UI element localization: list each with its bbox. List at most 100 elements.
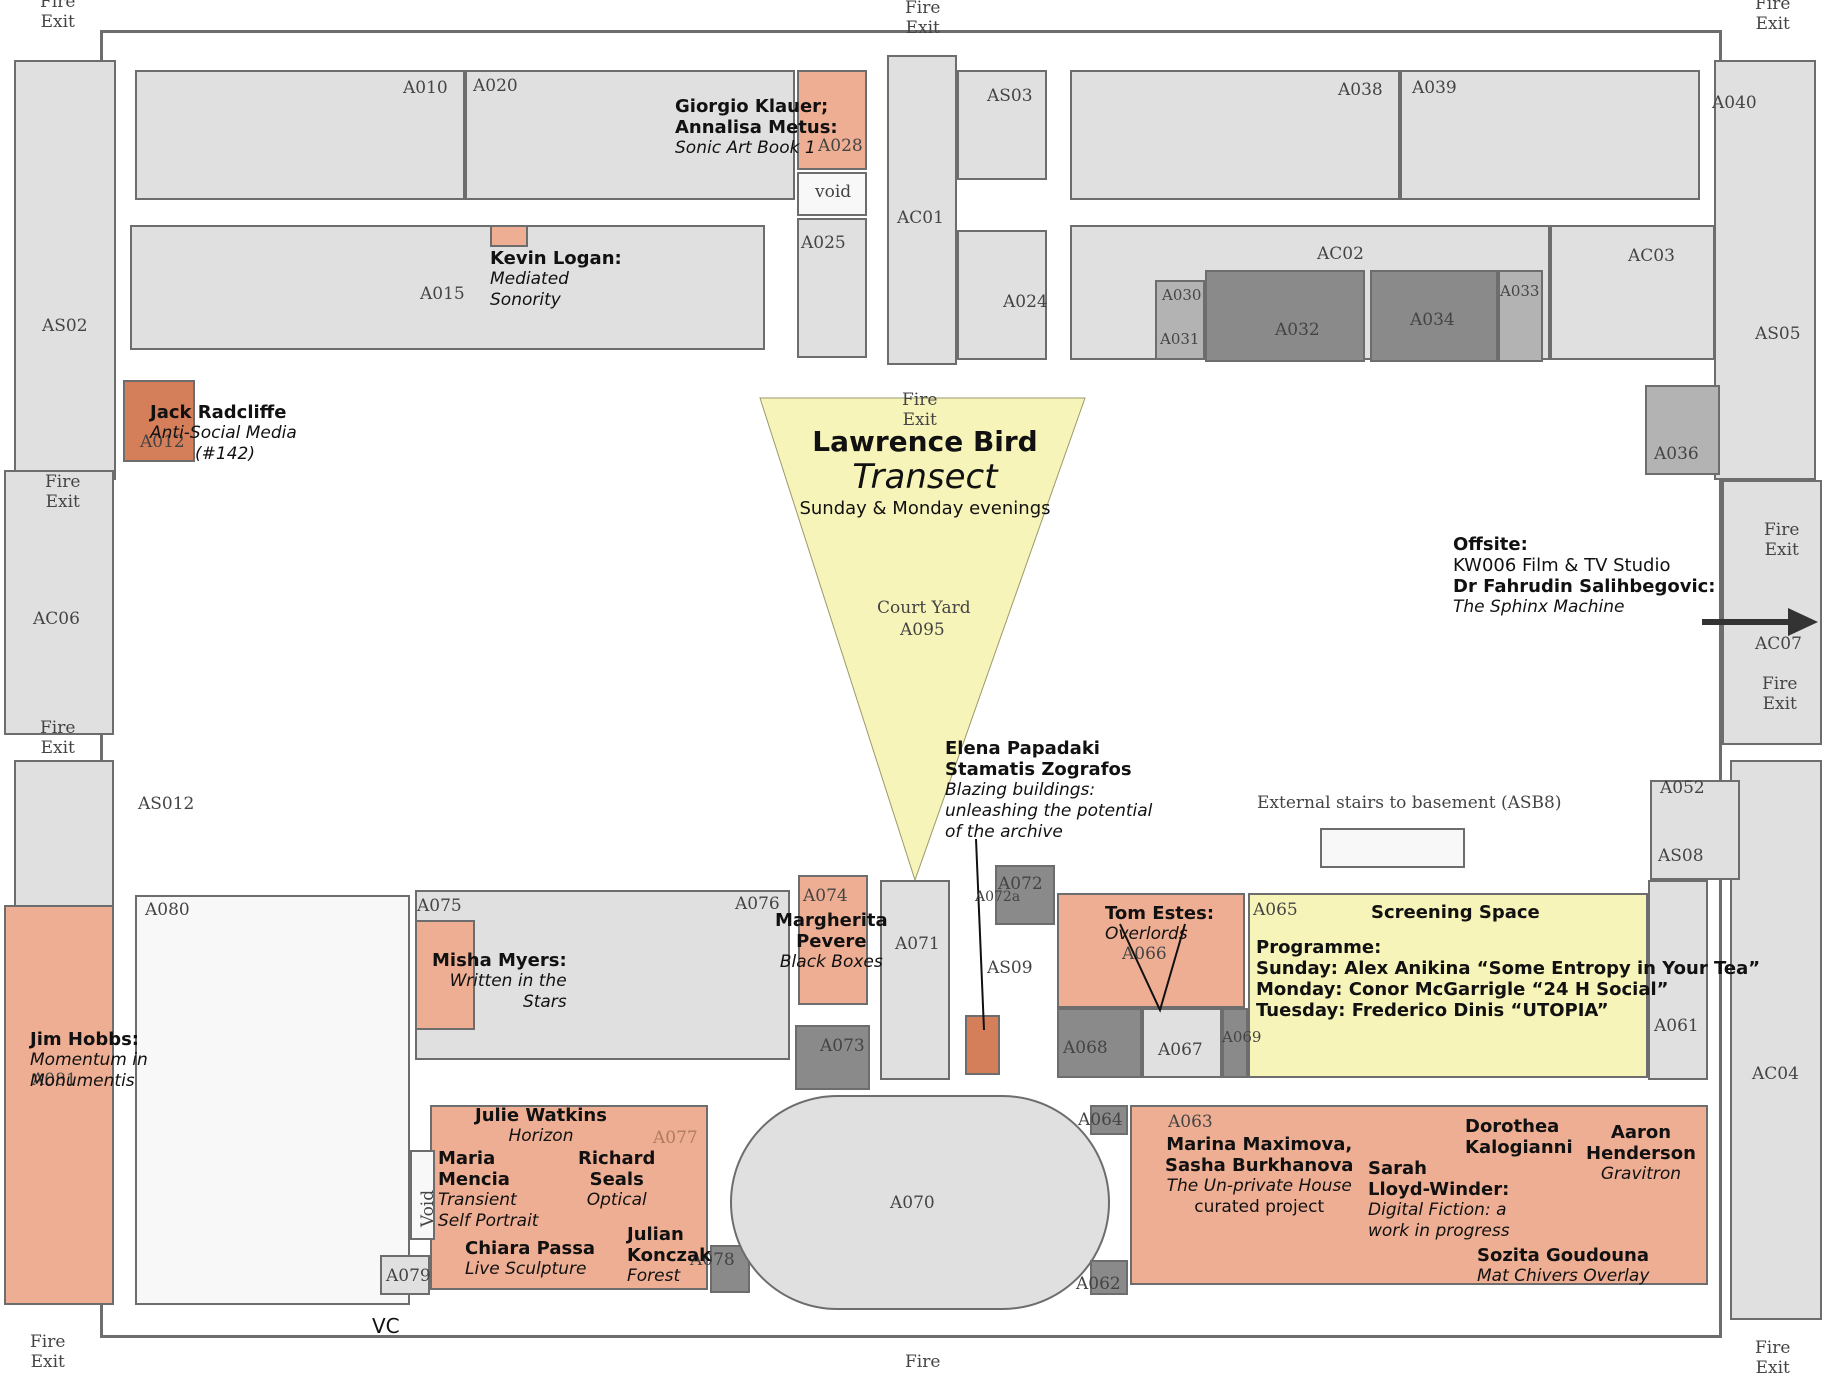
room-A028 (797, 70, 867, 170)
label-A079: A079 (386, 1266, 431, 1286)
room-AS02 (14, 60, 116, 480)
room-A069 (1222, 1008, 1248, 1078)
exhibit-kalogianni: Dorothea Kalogianni (1465, 1116, 1573, 1158)
label-A052: A052 (1660, 778, 1705, 798)
room-AS012-corridor (14, 760, 114, 910)
label-A075: A075 (417, 896, 462, 916)
room-A034 (1370, 270, 1498, 362)
label-A073: A073 (820, 1036, 865, 1056)
room-A012 (123, 380, 195, 462)
room-void-bottom (410, 1150, 435, 1240)
exhibit-henderson: Aaron Henderson Gravitron (1586, 1122, 1696, 1184)
label-A010: A010 (403, 78, 448, 98)
exhibit-maximova: Marina Maximova, Sasha Burkhanova The Un… (1165, 1134, 1354, 1217)
room-AC06 (4, 470, 114, 735)
label-A077: A077 (653, 1128, 698, 1148)
label-A080: A080 (145, 900, 190, 920)
room-A070 (730, 1095, 1110, 1310)
label-A074: A074 (803, 886, 848, 906)
vc-label: VC (372, 1314, 400, 1338)
room-A071 (880, 880, 950, 1080)
label-A064: A064 (1078, 1110, 1123, 1130)
room-AS03 (957, 70, 1047, 180)
label-A012: A012 (140, 432, 185, 452)
exhibit-estes: Tom Estes: Overlords (1105, 903, 1215, 944)
room-AC01 (887, 55, 957, 365)
room-A061 (1648, 880, 1708, 1080)
label-AC04: AC04 (1752, 1064, 1799, 1084)
room-logan-marker (490, 225, 528, 247)
exhibit-klauer: Giorgio Klauer; Annalisa Metus: Sonic Ar… (675, 96, 838, 158)
room-AC03 (1550, 225, 1715, 360)
label-A062: A062 (1076, 1274, 1121, 1294)
label-AC06: AC06 (33, 609, 80, 629)
label-A040: A040 (1712, 93, 1757, 113)
label-AC02: AC02 (1317, 244, 1364, 264)
room-A038 (1070, 70, 1400, 200)
label-A067: A067 (1158, 1040, 1203, 1060)
room-A064 (1090, 1105, 1128, 1135)
label-A071: A071 (895, 934, 940, 954)
exhibit-watkins: Julie Watkins Horizon (475, 1105, 607, 1146)
label-AS05: AS05 (1755, 324, 1801, 344)
room-A079 (380, 1255, 430, 1295)
label-A038: A038 (1338, 80, 1383, 100)
room-myers (415, 920, 475, 1030)
label-A066: A066 (1122, 944, 1167, 964)
label-A068: A068 (1063, 1038, 1108, 1058)
room-A024 (957, 230, 1047, 360)
exhibit-offsite: Offsite: KW006 Film & TV Studio Dr Fahru… (1453, 534, 1716, 617)
label-A065: A065 (1253, 900, 1298, 920)
room-A062 (1090, 1260, 1128, 1295)
label-AS02: AS02 (42, 316, 88, 336)
room-void-top (797, 172, 867, 216)
exhibit-myers: Misha Myers: Written in the Stars (432, 950, 567, 1012)
label-A036: A036 (1654, 444, 1699, 464)
label-A025: A025 (801, 233, 846, 253)
estes-pointer (1119, 923, 1186, 1013)
room-A073 (795, 1025, 870, 1090)
label-void-bottom: Void (418, 1189, 439, 1228)
exhibit-radcliffe: Jack Radcliffe Anti-Social Media (#142) (150, 402, 297, 464)
label-A015: A015 (420, 284, 465, 304)
exhibit-papadaki: Elena Papadaki Stamatis Zografos Blazing… (945, 738, 1153, 842)
label-A078: A078 (690, 1250, 735, 1270)
courtyard-name: Court Yard (877, 598, 971, 618)
label-A039: A039 (1412, 78, 1457, 98)
room-A015 (130, 225, 765, 350)
fire-bottom-center: Fire (905, 1352, 941, 1372)
label-AC07: AC07 (1755, 634, 1802, 654)
room-A010 (135, 70, 465, 200)
label-A072: A072 (998, 874, 1043, 894)
label-A028: A028 (818, 136, 863, 156)
label-AS012: AS012 (138, 794, 195, 814)
label-A061: A061 (1654, 1016, 1699, 1036)
exhibit-mencia: Maria Mencia Transient Self Portrait (438, 1148, 539, 1231)
label-A032: A032 (1275, 320, 1320, 340)
label-void-top: void (815, 182, 852, 202)
screening-row-tuesday: Tuesday: Frederico Dinis “UTOPIA” (1256, 1000, 1609, 1021)
exhibit-hobbs: Jim Hobbs: Momentum in Monumentis (30, 1029, 148, 1091)
exhibit-seals: Richard Seals Optical (578, 1148, 656, 1210)
exhibit-logan: Kevin Logan: Mediated Sonority (490, 248, 622, 310)
external-stair (1320, 828, 1465, 868)
courtyard-code: A095 (900, 620, 945, 640)
room-AC04 (1730, 760, 1822, 1320)
label-A069: A069 (1222, 1028, 1262, 1046)
label-AS08: AS08 (1658, 846, 1704, 866)
room-AS08 (1650, 780, 1740, 880)
room-A075 (415, 890, 790, 1060)
exhibit-pevere: Margherita Pevere Black Boxes (775, 910, 888, 972)
exhibit-screening: Screening Space Programme: Sunday: Alex … (1256, 902, 1761, 1021)
exhibit-bird: Lawrence Bird Transect Sunday & Monday e… (799, 425, 1051, 520)
exhibit-goudouna: Sozita Goudouna Mat Chivers Overlay (1477, 1245, 1650, 1286)
screening-row-monday: Monday: Conor McGarrigle “24 H Social” (1256, 979, 1669, 1000)
room-A065 (1248, 893, 1648, 1078)
